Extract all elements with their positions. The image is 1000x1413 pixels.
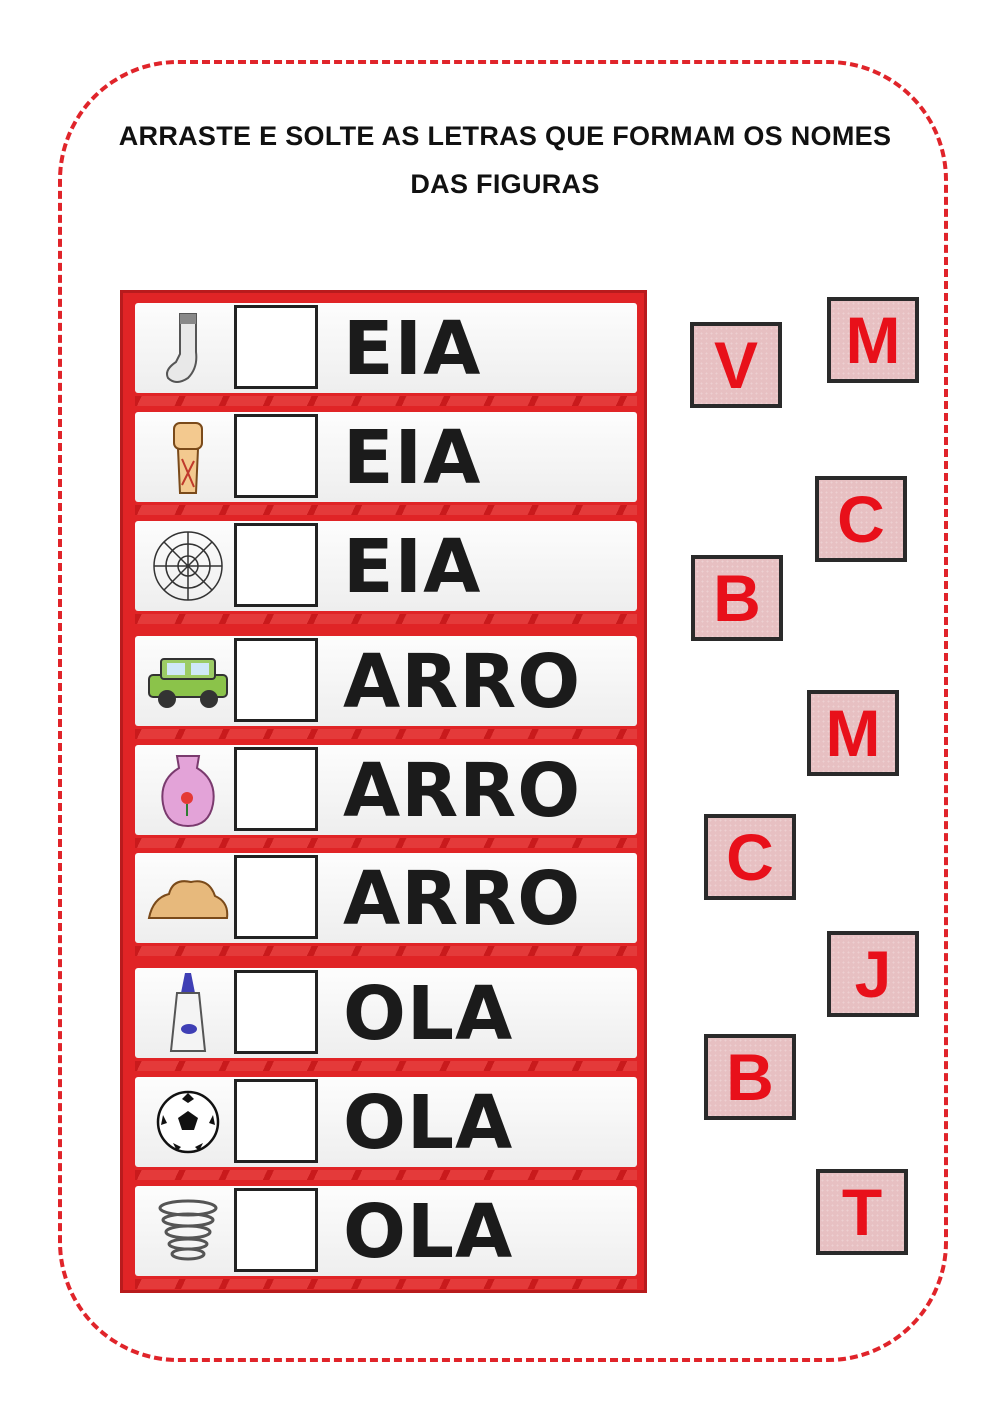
letter-tile[interactable]: B: [704, 1034, 796, 1120]
word-fragment: OLA: [343, 1189, 514, 1275]
drop-slot[interactable]: [234, 523, 318, 607]
letter-tile[interactable]: J: [827, 931, 919, 1017]
drop-slot[interactable]: [234, 747, 318, 831]
word-row: EIA: [135, 521, 637, 624]
word-row: EIA: [135, 412, 637, 515]
letter-tile[interactable]: M: [827, 297, 919, 383]
dashed-frame: [58, 60, 948, 1362]
soccer-ball-icon: [143, 1082, 233, 1162]
drop-slot[interactable]: [234, 638, 318, 722]
word-row: OLA: [135, 1077, 637, 1180]
drop-slot[interactable]: [234, 414, 318, 498]
car-icon: [143, 641, 233, 721]
drop-slot[interactable]: [234, 1079, 318, 1163]
word-row: OLA: [135, 1186, 637, 1289]
letter-tile[interactable]: B: [691, 555, 783, 641]
drop-slot[interactable]: [234, 305, 318, 389]
glue-icon: [143, 973, 233, 1053]
instructions-text: ARRASTE E SOLTE AS LETRAS QUE FORMAM OS …: [118, 121, 892, 199]
clay-icon: [143, 858, 233, 938]
word-row: ARRO: [135, 745, 637, 848]
letter-tile[interactable]: V: [690, 322, 782, 408]
word-fragment: EIA: [343, 306, 482, 392]
word-row: ARRO: [135, 853, 637, 956]
word-fragment: EIA: [343, 524, 482, 610]
vase-icon: [143, 750, 233, 830]
word-fragment: OLA: [343, 1080, 514, 1166]
drop-slot[interactable]: [234, 1188, 318, 1272]
word-fragment: ARRO: [343, 748, 582, 834]
word-fragment: ARRO: [343, 639, 582, 725]
word-fragment: ARRO: [343, 856, 582, 942]
word-fragment: OLA: [343, 971, 514, 1057]
word-fragment: EIA: [343, 415, 482, 501]
letter-tile[interactable]: C: [815, 476, 907, 562]
sock-icon: [143, 308, 233, 388]
drop-slot[interactable]: [234, 855, 318, 939]
word-board: EIA EIA EIA ARRO ARRO ARRO: [120, 290, 647, 1293]
word-row: ARRO: [135, 636, 637, 739]
fist-icon: [143, 417, 233, 497]
word-row: EIA: [135, 303, 637, 406]
letter-tile[interactable]: T: [816, 1169, 908, 1255]
spider-web-icon: [143, 526, 233, 606]
spring-icon: [143, 1191, 233, 1271]
drop-slot[interactable]: [234, 970, 318, 1054]
letter-tile[interactable]: C: [704, 814, 796, 900]
word-row: OLA: [135, 968, 637, 1071]
letter-tile[interactable]: M: [807, 690, 899, 776]
